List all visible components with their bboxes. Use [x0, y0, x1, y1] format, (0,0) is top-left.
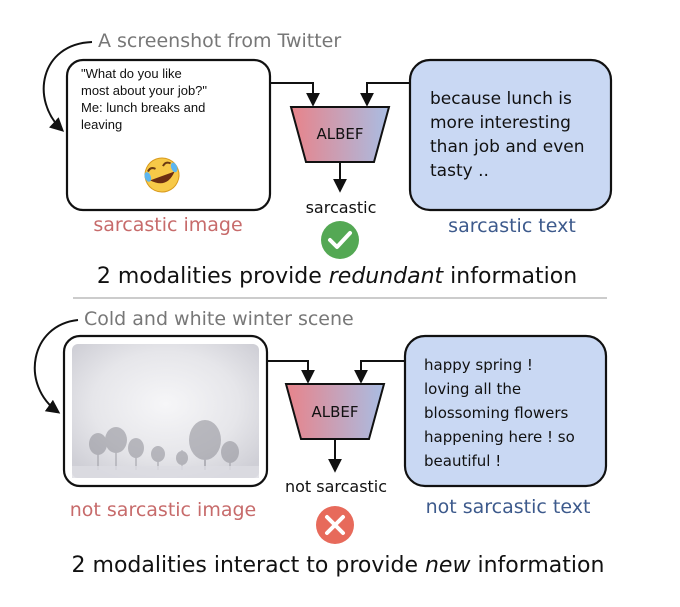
laughing-emoji-icon: [144, 157, 180, 193]
bottom-conclusion-suffix: information: [470, 553, 604, 578]
check-icon: [321, 221, 359, 259]
bottom-text-label: not sarcastic text: [426, 496, 591, 518]
bottom-output-label: not sarcastic: [285, 477, 387, 496]
winter-scene-image: [72, 344, 259, 478]
bottom-text-line: happening here ! so: [424, 428, 575, 446]
bottom-caption-arrow: [33, 319, 79, 414]
top-conclusion-prefix: 2 modalities provide: [97, 264, 329, 289]
bottom-image-caption: Cold and white winter scene: [84, 308, 354, 330]
top-conclusion-suffix: information: [443, 264, 577, 289]
top-albef-model: [289, 106, 391, 163]
top-image-to-model-arrow: [270, 82, 320, 107]
top-image-box: [65, 58, 272, 212]
bottom-image-label: not sarcastic image: [70, 499, 256, 521]
top-text-label: sarcastic text: [448, 215, 576, 237]
top-text-box: [408, 58, 613, 212]
bottom-text-to-model-arrow: [354, 360, 405, 384]
bottom-text-line: beautiful !: [424, 452, 501, 470]
top-model-label: ALBEF: [316, 125, 363, 143]
top-text-line: than job and even: [430, 137, 585, 157]
top-text-line: more interesting: [430, 113, 571, 133]
bottom-conclusion-prefix: 2 modalities interact to provide: [72, 553, 425, 578]
bottom-text-box: [403, 334, 608, 488]
bottom-conclusion-emphasis: new: [425, 553, 471, 578]
bottom-model-label: ALBEF: [311, 403, 358, 421]
top-caption-arrow: [42, 41, 93, 132]
bottom-albef-model: [284, 383, 386, 440]
cross-icon: [316, 506, 354, 544]
top-image-caption: A screenshot from Twitter: [98, 30, 341, 52]
top-text-to-model-arrow: [360, 82, 410, 107]
bottom-panel: Cold and white winter scene: [33, 308, 608, 578]
top-image-text-line: most about your job?": [81, 83, 207, 98]
top-text-line: because lunch is: [430, 89, 572, 109]
bottom-image-to-model-arrow: [267, 360, 315, 384]
bottom-text-line: happy spring !: [424, 356, 533, 374]
top-image-label: sarcastic image: [93, 214, 242, 236]
bottom-conclusion: 2 modalities interact to provide new inf…: [72, 553, 605, 578]
top-image-text-line: leaving: [81, 117, 122, 132]
top-conclusion: 2 modalities provide redundant informati…: [97, 264, 577, 289]
bottom-text-line: loving all the: [424, 380, 521, 398]
top-output-label: sarcastic: [306, 198, 377, 217]
top-text-line: tasty ..: [430, 161, 489, 181]
top-image-text-line: Me: lunch breaks and: [81, 100, 205, 115]
top-image-text-line: "What do you like: [81, 66, 182, 81]
top-panel: A screenshot from Twitter "What do you l…: [42, 30, 613, 289]
top-conclusion-emphasis: redundant: [329, 264, 445, 289]
bottom-text-line: blossoming flowers: [424, 404, 569, 422]
